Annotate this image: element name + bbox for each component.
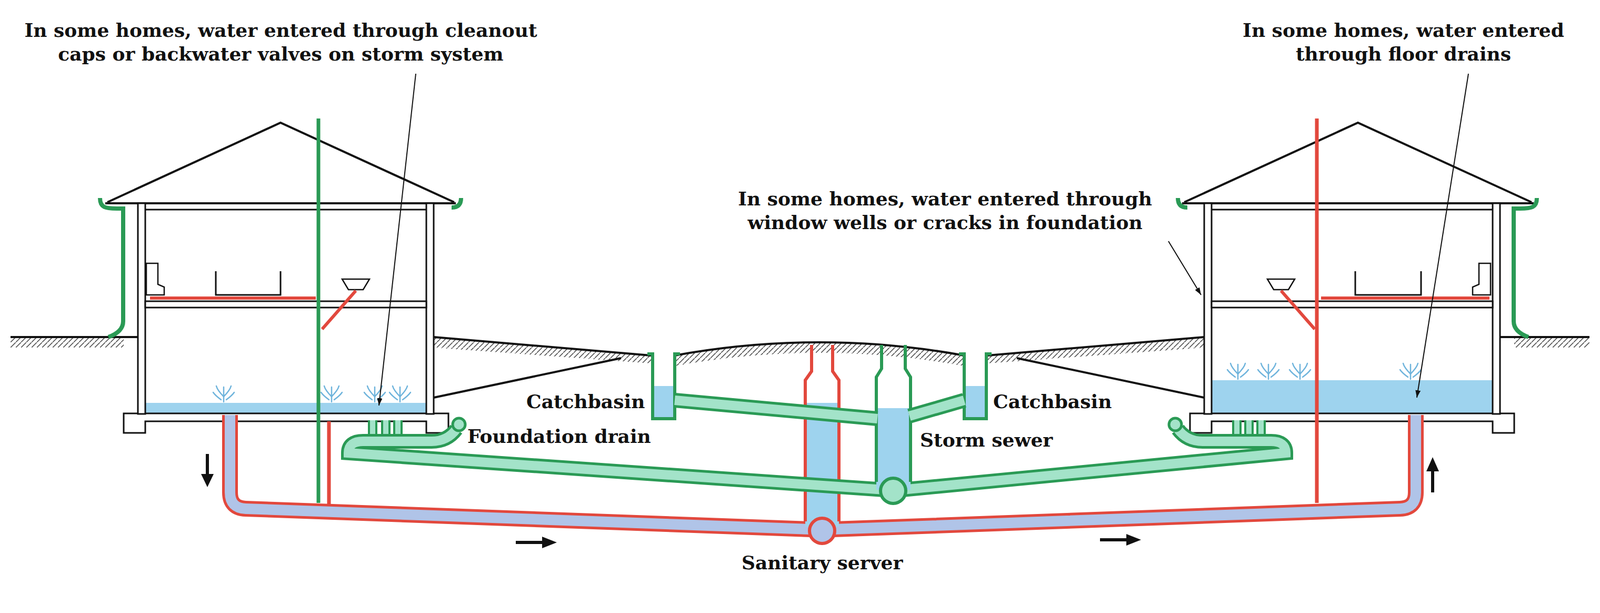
grade-line [987,336,1205,356]
flow-arrow [205,453,209,477]
downspout [100,197,124,337]
catchbasin [958,353,992,419]
catchbasin-lead-fill [909,400,965,416]
arrow-head [201,473,214,487]
part-label: Catchbasin [526,389,645,414]
water-splash [364,385,386,402]
sanitary-stack [1315,118,1319,503]
floor-slab [1211,301,1493,308]
drain-end [1168,417,1182,431]
house-right [1182,122,1534,433]
water-splash [1227,363,1249,379]
eave-line [1182,202,1534,205]
soil-hatch [1514,336,1590,348]
gutter [451,197,462,208]
water-splash [321,385,343,402]
wall [1492,203,1500,414]
sanitary-pipe-fill [833,414,1416,529]
water-splash [213,385,235,402]
toilet-symbol [1472,263,1491,295]
storm-stack [316,118,321,503]
sink-symbol [1267,278,1295,290]
ground-line [1500,335,1590,338]
leader-line [378,73,416,406]
water-splash [1400,363,1422,379]
storm-pipes [348,420,1286,490]
part-label: Storm sewer [920,427,1053,452]
catchbasin-lead [909,400,965,416]
sanitary-main [809,517,835,544]
arrow-head [1126,533,1142,546]
ceiling-line [1204,208,1500,211]
catchbasin-lead-fill [674,400,878,419]
soil-hatch [10,336,124,348]
waste-pipe [150,296,316,300]
basement-water [145,402,427,414]
downspout [1513,197,1537,337]
flow-arrow [1100,537,1129,542]
storm-main [880,477,906,504]
wall [426,203,434,414]
catchbasin-lead [674,400,878,419]
part-label: Sanitary server [741,550,903,575]
part-label: Foundation drain [467,424,652,448]
callout-note: In some homes, water entered through flo… [1241,18,1566,66]
bathtub-symbol [1355,271,1422,295]
arrow-head [542,536,557,548]
gutter [1177,197,1188,208]
sink-symbol [342,278,370,290]
catchbasin-water [652,385,675,419]
basement-water [1211,380,1493,414]
house-left [105,122,456,433]
waste-pipe [1321,296,1490,300]
road-hatch [674,342,965,366]
part-label: Catchbasin [993,389,1112,414]
roof [1184,122,1532,203]
callout-note: In some homes, water entered through win… [736,186,1154,235]
flow-arrows [201,453,1439,548]
ground-line [10,335,138,338]
waste-pipe [1281,290,1315,329]
arrow-head [1426,456,1439,472]
drain-end [452,417,466,431]
sanitary-stub [327,421,332,506]
road-surface [674,342,965,356]
leader-line [1416,73,1469,398]
water-splash [389,385,411,402]
grade-line [433,336,652,356]
roof [107,122,455,203]
wall [1204,203,1212,414]
ceiling-line [137,208,434,211]
sanitary-pipe [833,414,1416,529]
water-splash [1289,363,1311,379]
storm-manhole [876,344,911,482]
catchbasin [647,353,680,419]
flow-arrow [515,540,545,544]
callout-note: In some homes, water entered through cle… [23,18,539,66]
floor-slab [145,301,427,308]
toilet-symbol [146,263,165,295]
water-splash [1257,363,1279,379]
bathtub-symbol [215,271,281,295]
wall [137,203,146,414]
flow-arrow [1431,468,1435,493]
leader-line [1168,241,1202,295]
sanitary-manhole [805,344,839,522]
waste-pipe [322,290,356,329]
catchbasin-water [964,385,987,419]
eave-line [105,202,456,205]
